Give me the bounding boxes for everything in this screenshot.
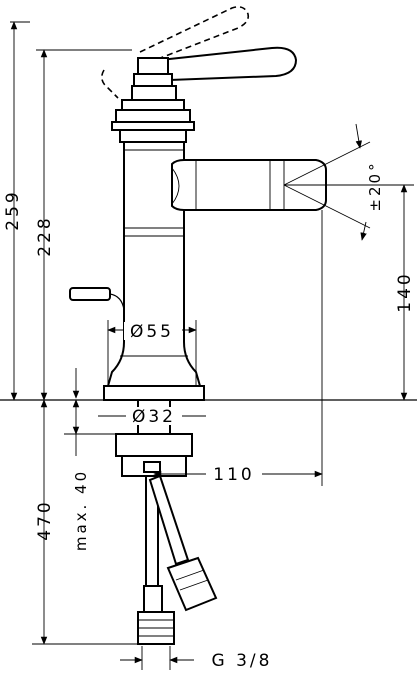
dim-110: 110: [153, 210, 323, 486]
supply-hose-angled: [148, 474, 218, 612]
dim-g38: G 3/8: [120, 646, 273, 671]
handle-open-position: [100, 6, 250, 99]
dim-total-height: 259: [3, 189, 23, 230]
dim-spout-height: 228: [35, 215, 55, 256]
valve-cap: [111, 85, 195, 143]
dim-470: 470: [32, 399, 150, 645]
dim-spout-reach: 110: [213, 465, 254, 485]
dim-connection-thread: G 3/8: [212, 651, 273, 671]
dim-spout-angle: ±20°: [366, 160, 384, 211]
dim-base-diameter: Ø55: [130, 322, 174, 342]
spout: [171, 159, 327, 211]
dim-32: Ø32: [98, 407, 206, 427]
supply-hose: [137, 475, 175, 645]
dim-below-deck: 470: [35, 499, 55, 540]
dim-outlet-height: 140: [395, 271, 415, 312]
dim-140: 140: [326, 184, 415, 401]
dim-228: 228: [35, 49, 132, 401]
dim-55: Ø55: [107, 320, 197, 386]
dim-259: 259: [3, 21, 30, 401]
dim-shank-diameter: Ø32: [132, 407, 176, 427]
lever-handle: [133, 46, 298, 87]
pop-up-rod: [69, 287, 125, 340]
dim-deck-thickness: max. 40: [72, 469, 90, 551]
dim-angle: ±20°: [283, 123, 384, 241]
dim-max40: max. 40: [64, 399, 116, 551]
